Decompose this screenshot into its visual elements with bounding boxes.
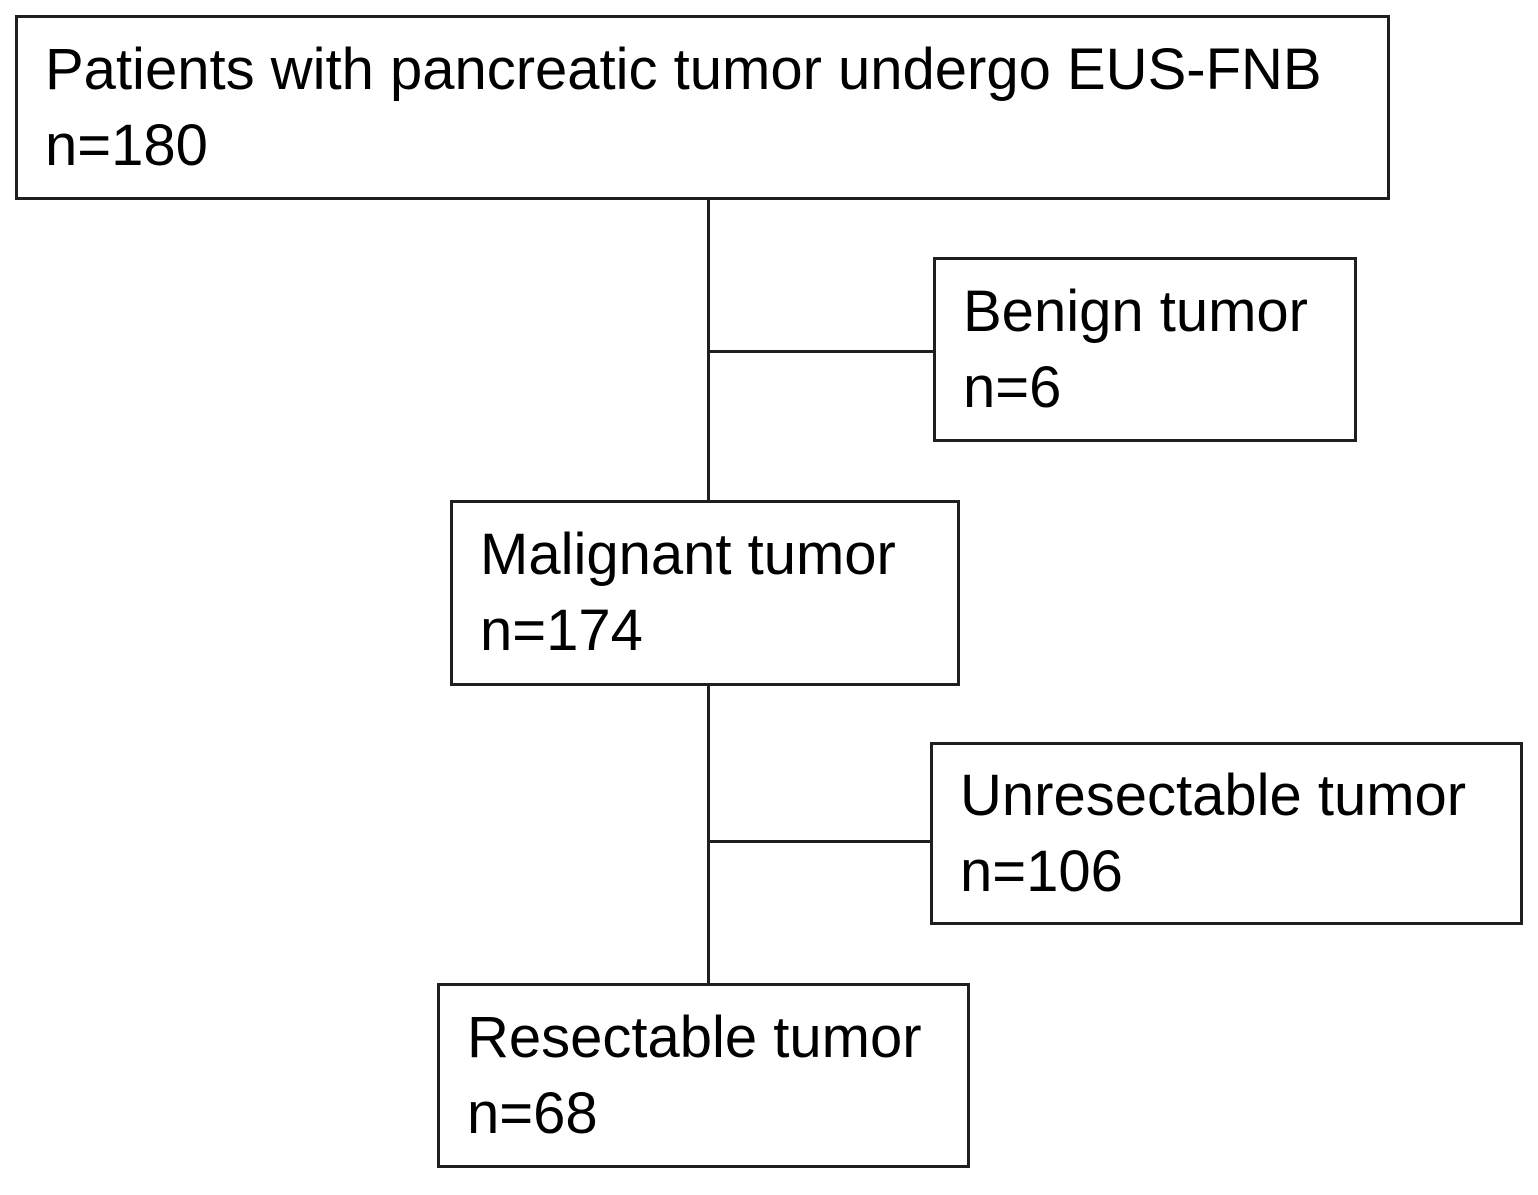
flow-node-unresectable-tumor: Unresectable tumor n=106 [930,742,1523,925]
node-count: n=6 [963,354,1062,420]
flow-node-benign-tumor: Benign tumor n=6 [933,257,1357,442]
flow-node-malignant-tumor: Malignant tumor n=174 [450,500,960,686]
node-count: n=174 [480,598,643,663]
connector-malignant-to-resectable [707,686,710,983]
connector-branch-to-unresectable [707,840,930,843]
node-count: n=68 [467,1080,598,1146]
node-label: Unresectable tumor [960,762,1467,828]
node-label: Benign tumor [963,278,1308,344]
node-label: Malignant tumor [480,522,896,587]
node-count: n=180 [45,112,208,178]
connector-branch-to-benign [707,350,933,353]
flow-node-resectable-tumor: Resectable tumor n=68 [437,983,970,1168]
flow-node-patients-eus-fnb: Patients with pancreatic tumor undergo E… [15,15,1390,200]
node-count: n=106 [960,838,1123,904]
node-label: Resectable tumor [467,1004,922,1070]
node-label: Patients with pancreatic tumor undergo E… [45,36,1322,102]
